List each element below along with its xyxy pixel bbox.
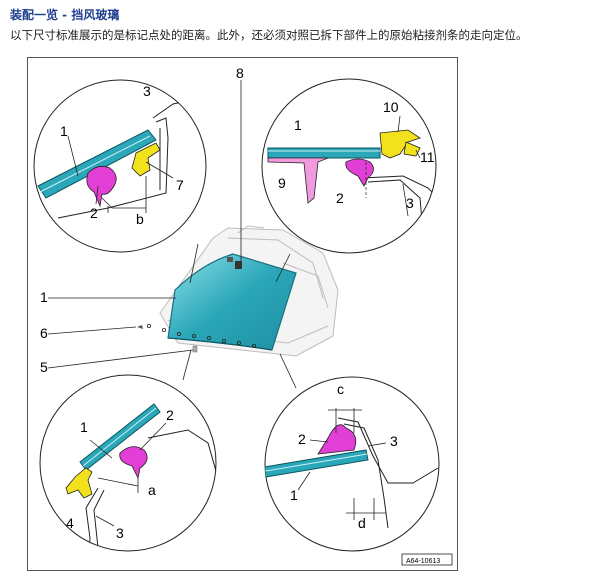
callout-tl-b: b [136,211,144,227]
detail-bottom-right: 2 3 1 c d [264,376,440,552]
callout-bl-3: 3 [116,525,124,541]
diagram-frame: 1 6 5 8 1 2 3 7 b [27,57,458,571]
callout-bl-2: 2 [166,407,174,423]
callout-main-6: 6 [40,325,48,341]
spacer-6 [137,325,143,329]
callout-tl-3: 3 [143,83,151,99]
callout-br-3: 3 [390,433,398,449]
callout-tr-3: 3 [406,195,414,211]
callout-tr-2: 2 [336,190,344,206]
detail-top-left: 1 2 3 7 b [33,79,207,253]
callout-main-1: 1 [40,289,48,305]
detail-top-right: 1 2 3 9 10 11 [261,78,437,254]
callout-main-8: 8 [236,65,244,81]
callout-tl-2: 2 [90,205,98,221]
page-description: 以下尺寸标准展示的是标记点处的距离。此外，还必须对照已拆下部件上的原始粘接剂条的… [10,28,528,42]
callout-bl-1: 1 [80,419,88,435]
callout-br-2: 2 [298,431,306,447]
callout-bl-a: a [148,482,156,498]
callout-br-1: 1 [290,487,298,503]
callout-tr-11: 11 [420,149,435,165]
detail-bottom-left: 1 2 3 4 a [39,374,217,552]
callout-br-c: c [337,381,344,397]
callout-tr-1: 1 [294,117,302,133]
page-title: 装配一览 - 挡风玻璃 [10,8,120,22]
windshield-assembly-diagram: 1 6 5 8 1 2 3 7 b [33,65,453,566]
doc-code: A64-10613 [406,558,440,565]
main-leaders [47,80,297,389]
callout-bl-4: 4 [66,515,74,531]
callout-br-d: d [358,515,366,531]
windshield-glass [167,253,297,351]
callout-tl-1: 1 [60,123,68,139]
callout-main-5: 5 [40,359,48,375]
glass-marker-dots [147,323,256,348]
callout-tl-7: 7 [176,177,184,193]
mirror-mount [227,257,242,269]
callout-tr-9: 9 [278,175,286,191]
callout-tr-10: 10 [383,99,399,115]
doc-code-label: A64-10613 [401,553,453,566]
spacer-5 [192,345,198,353]
